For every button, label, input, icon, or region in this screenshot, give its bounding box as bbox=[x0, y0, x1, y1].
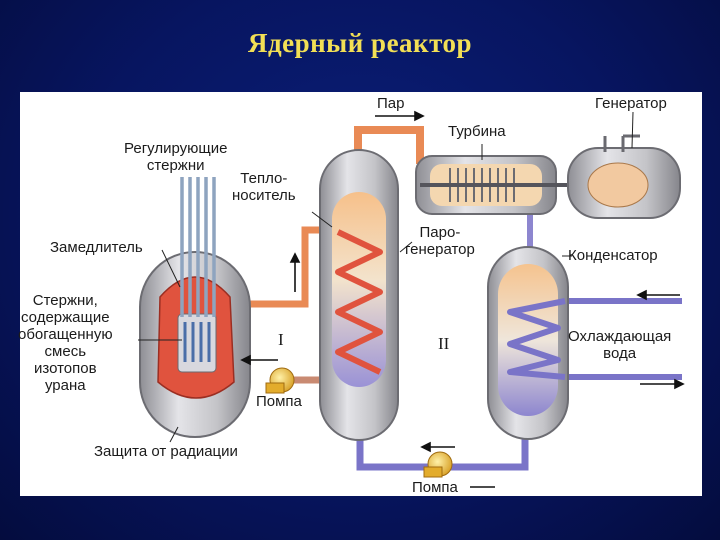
reactor-schematic bbox=[138, 110, 685, 488]
leader-lines bbox=[138, 111, 634, 443]
reactor-diagram: Пар Генератор Турбина Регулирующие стерж… bbox=[18, 92, 702, 496]
label-radiation-shield: Защита от радиации bbox=[94, 443, 238, 460]
label-control-rods: Регулирующие стержни bbox=[124, 140, 228, 174]
label-condenser: Конденсатор bbox=[568, 247, 658, 264]
label-circuit-two: II bbox=[438, 334, 450, 353]
label-pump-two: Помпа bbox=[412, 479, 458, 496]
slide-title: Ядерный реактор bbox=[247, 28, 473, 58]
label-coolant: Тепло- носитель bbox=[232, 170, 296, 204]
label-cooling-water: Охлаждающая вода bbox=[568, 328, 672, 362]
label-steam-generator: Паро- генератор bbox=[405, 224, 475, 258]
label-pump-one: Помпа bbox=[256, 393, 302, 410]
pump-icon-secondary bbox=[423, 451, 453, 478]
steam-generator-coil bbox=[335, 229, 383, 375]
generator-terminals bbox=[603, 134, 640, 152]
label-fuel-rods: Стержни, содержащие обогащенную смесь из… bbox=[18, 292, 113, 394]
label-turbine: Турбина bbox=[448, 123, 506, 140]
label-steam: Пар bbox=[377, 95, 405, 112]
label-generator: Генератор bbox=[595, 95, 667, 112]
label-moderator: Замедлитель bbox=[50, 239, 143, 256]
pump-icon-primary bbox=[265, 367, 295, 394]
condenser-coil bbox=[507, 298, 566, 380]
control-rods bbox=[180, 177, 216, 317]
label-circuit-one: I bbox=[278, 330, 284, 349]
arrow-icon bbox=[240, 110, 685, 488]
steam-pipe bbox=[354, 126, 424, 164]
hot-coolant-pipe bbox=[250, 226, 332, 308]
fuel-rods bbox=[183, 322, 211, 362]
